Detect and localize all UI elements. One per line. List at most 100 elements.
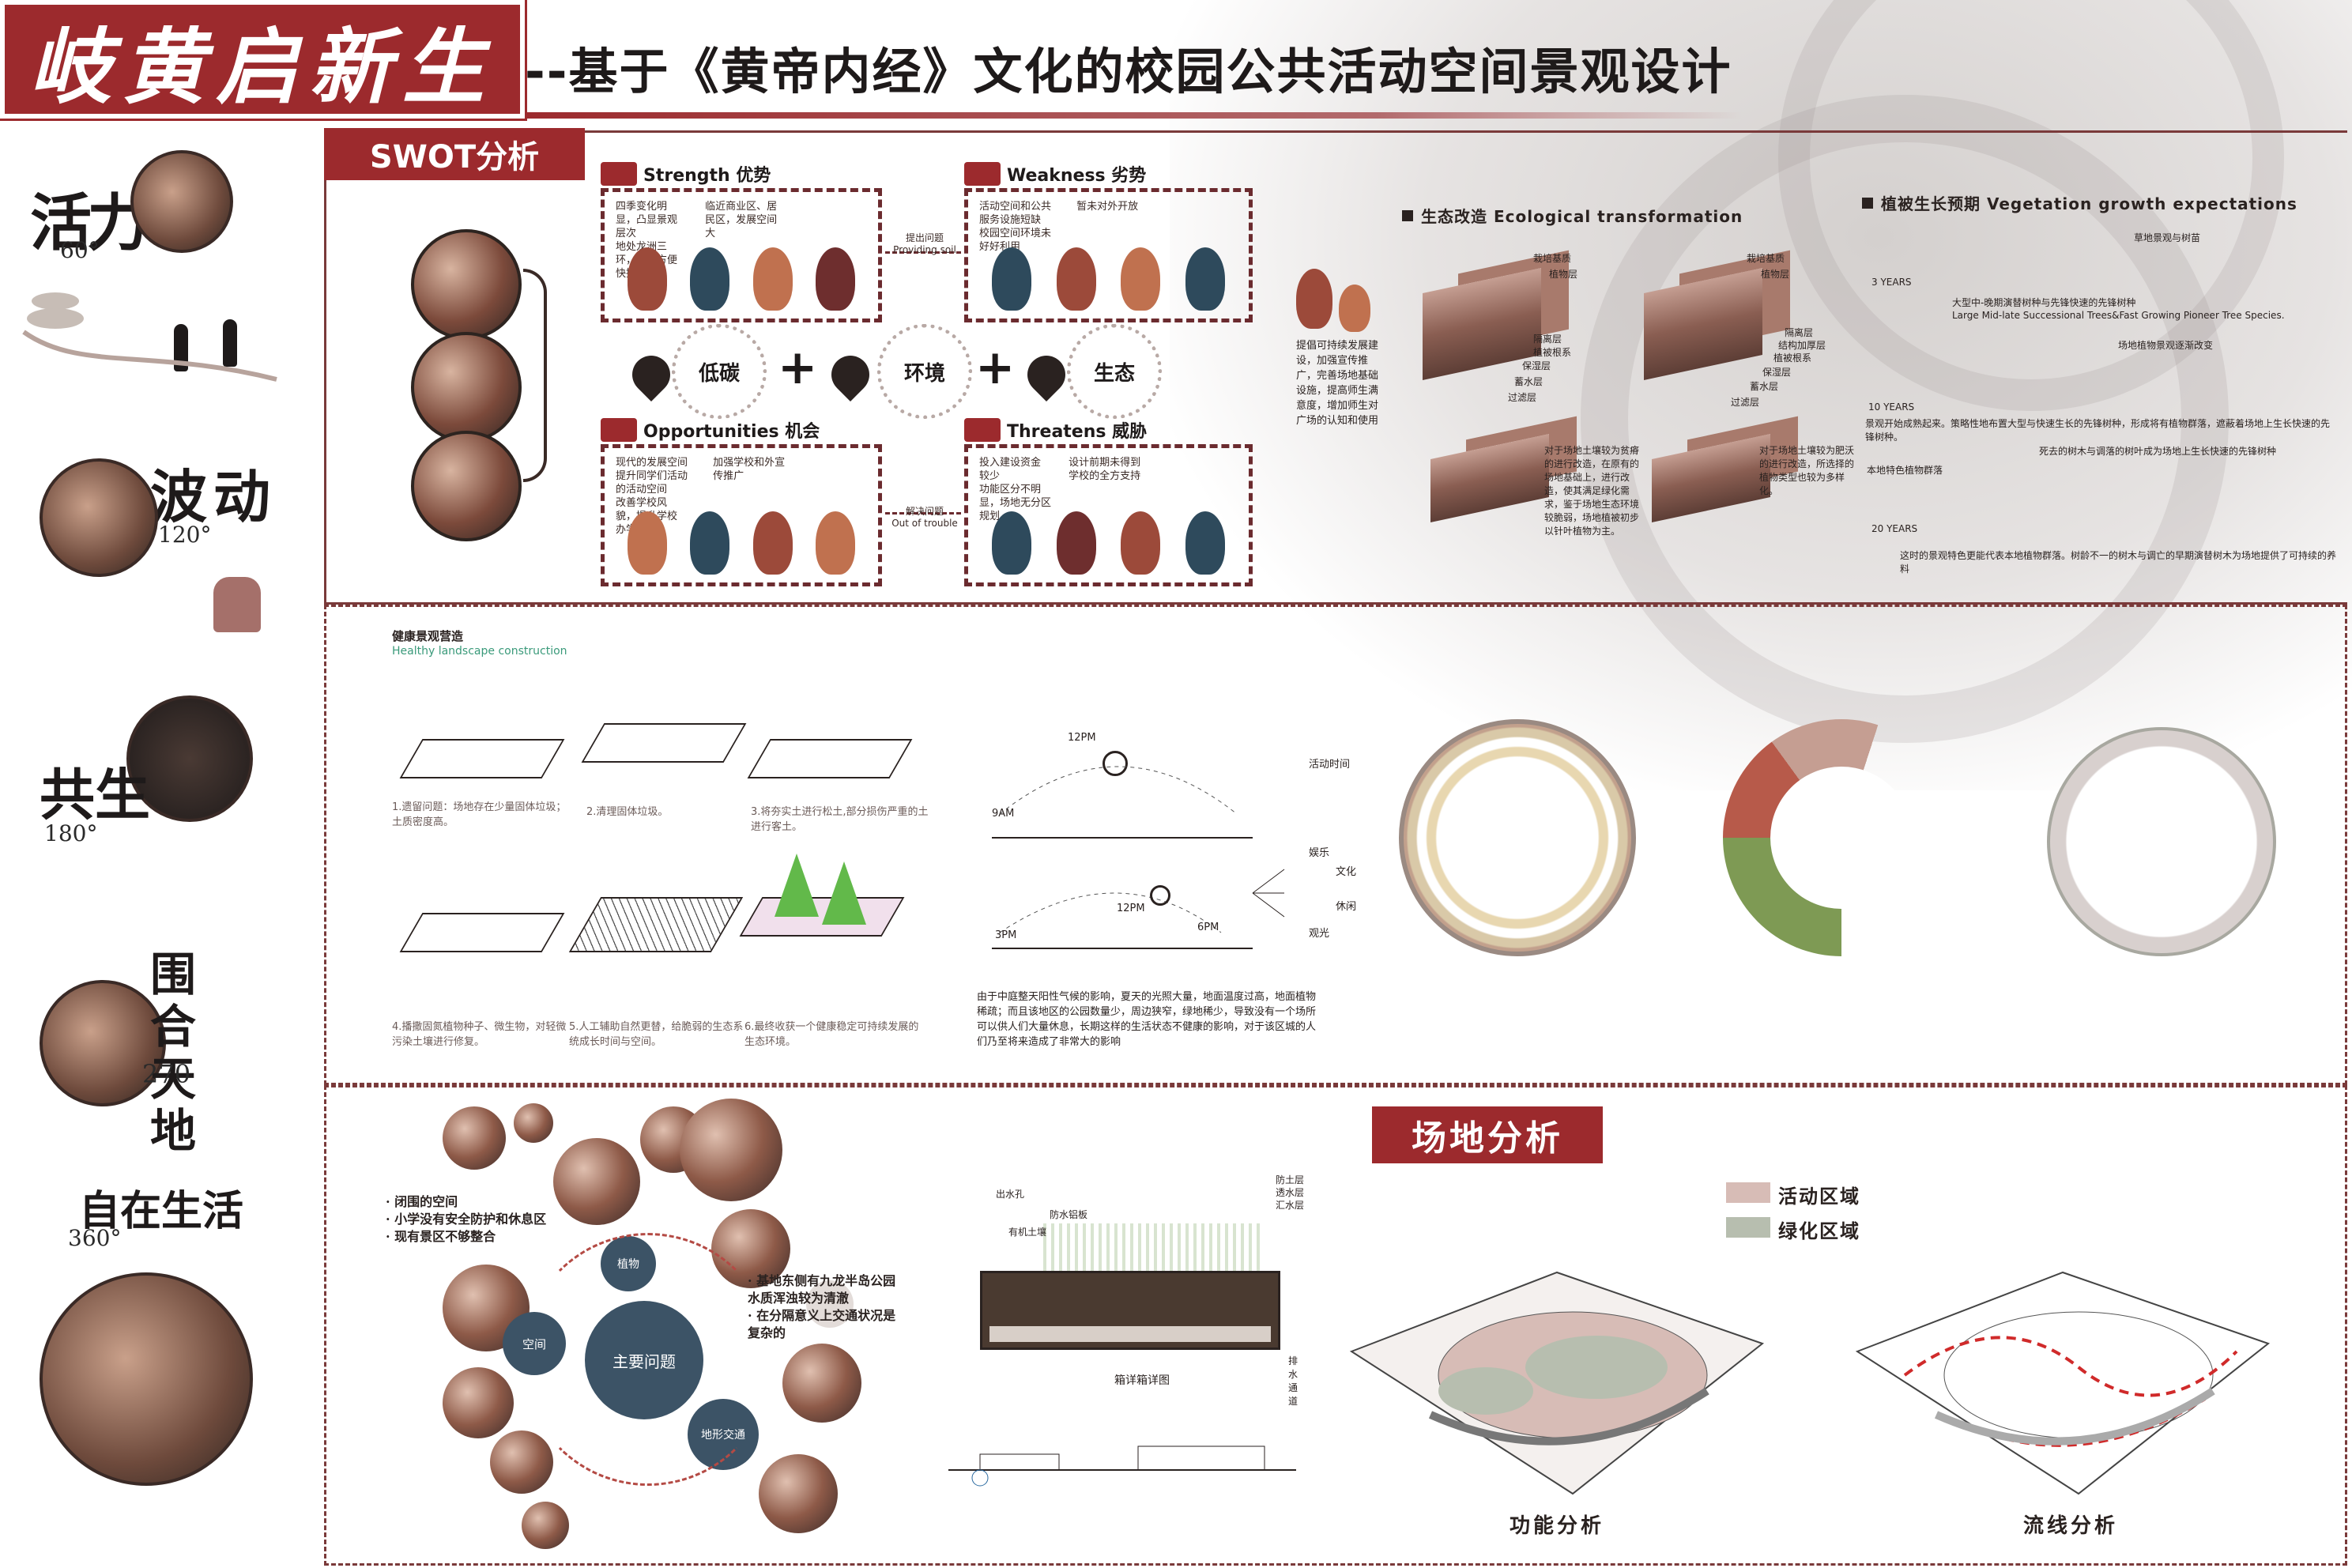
- step-2-caption: 2.清理固体垃圾。: [586, 806, 669, 818]
- vignette-photo: [40, 980, 166, 1106]
- grass-layer: [1043, 1223, 1265, 1271]
- elevation-sketch: [948, 1446, 1296, 1487]
- stage1-text: 大型中-晚期演替树种与先锋快速的先锋树种: [1952, 297, 2136, 308]
- step-5-caption: 5.人工辅助自然更替，给脆弱的生态系统成长时间与空间。: [569, 1021, 744, 1048]
- strength-icon: [601, 162, 637, 186]
- step-1-illustration: [399, 695, 565, 782]
- eco-text-b: 对于场地土壤较为肥沃的进行改造，所选择的植物类型也较为多样化。: [1759, 445, 1855, 496]
- step-6-illustration: [739, 854, 905, 940]
- drain-layer: [989, 1326, 1271, 1342]
- sun-paragraph: 由于中庭整天阳性气候的影响，夏天的光照大量，地面温度过高，地面植物稀疏；而且该地…: [977, 991, 1317, 1048]
- tree-illustration: [979, 247, 1238, 311]
- square-bullet-icon: [1402, 209, 1413, 221]
- activity-time-label: 活动时间: [1309, 759, 1351, 771]
- tree-roots-icon: [126, 695, 253, 822]
- vignette-degree: 360°: [68, 1225, 122, 1251]
- threatens-heading: Threatens 威胁: [964, 417, 1147, 443]
- title-banner: 岐黄启新生: [0, 0, 527, 121]
- healthy-landscape-panel: [324, 605, 2347, 1085]
- detail-caption: 箱详箱详图: [1114, 1374, 1170, 1387]
- low-carbon-badge: 低碳: [672, 324, 767, 419]
- stones-icon: [32, 292, 79, 310]
- weakness-icon: [964, 162, 1001, 186]
- runner-icon: [174, 324, 188, 371]
- stage2-year: 10 YEARS: [1868, 401, 1915, 413]
- ecology-badge: 生态: [1067, 324, 1162, 419]
- strength-box: 四季变化明显，凸显景观层次 临近商业区、居民区，发展空间大 地处龙洲三环，交通方…: [601, 188, 882, 322]
- arrow-connector: [885, 512, 961, 514]
- threatens-box: 投入建设资金较少 设计前期未得到学校的全方支持 功能区分不明显，场地无分区规划: [964, 444, 1253, 586]
- planting-ring: [2047, 727, 2276, 956]
- strength-heading: Strength 优势: [601, 161, 771, 187]
- tree-belt-stage3: [1913, 466, 2324, 530]
- vignette-label: 自在生活: [79, 1187, 244, 1235]
- step-3-illustration: [747, 695, 913, 782]
- vignette-label: 共生: [40, 762, 150, 827]
- stage3-year: 20 YEARS: [1871, 523, 1918, 534]
- issue-orbit: [522, 1233, 775, 1486]
- sun-icon: [1150, 885, 1170, 906]
- healthy-title: 健康景观营造: [392, 629, 464, 643]
- vignette-enclosure: 围合天地 270: [16, 933, 285, 1170]
- step-2-illustration: [581, 680, 747, 767]
- site-photo: [411, 431, 522, 541]
- detail-legend-2: 透水层: [1276, 1187, 1305, 1198]
- stage3-text: 这时的景观特色更能代表本地植物群落。树龄不一的树木与调亡的早期演替树木为场地提供…: [1900, 550, 2337, 575]
- healthy-subtitle: Healthy landscape construction: [392, 645, 567, 658]
- step-5-illustration: [568, 869, 744, 956]
- issue-list-a: · 闭围的空间 · 小学没有安全防护和休息区 · 现有景区不够整合: [386, 1194, 547, 1244]
- step-1-caption: 1.遗留问题：场地存在少量固体垃圾；土质密度高。: [392, 801, 567, 828]
- vignette-label: 波动: [150, 463, 277, 530]
- threatens-icon: [964, 418, 1001, 442]
- legend-swatch-green: [1726, 1217, 1770, 1238]
- runner-icon: [223, 319, 237, 367]
- site-issues-panel: [324, 1085, 2347, 1566]
- vignette-degree: 60°: [60, 237, 100, 263]
- tree-belt-stage2: [1913, 357, 2324, 406]
- vegetation-heading: 植被生长预期 Vegetation growth expectations: [1862, 191, 2297, 214]
- issue-photo: [522, 1502, 569, 1549]
- stones-icon: [27, 308, 84, 329]
- stage1-year: 3 YEARS: [1871, 277, 1912, 288]
- vignette-label: 围合天地: [150, 948, 197, 1158]
- partial-ring-inner: [1770, 767, 1913, 909]
- site-photo: [411, 332, 522, 443]
- tree-illustration: [1296, 269, 1332, 329]
- weakness-box: 活动空间和公共服务设施短缺 暂未对外开放 校园空间环境未好好利用: [964, 188, 1253, 322]
- tree-illustration: [616, 247, 867, 311]
- planter-section-detail: 出水孔 防水铝板 有机土壤 排水通道: [980, 1189, 1298, 1407]
- legend-label-activity: 活动区域: [1778, 1185, 1860, 1208]
- stage2-note: 场地植物景观逐渐改变: [2118, 340, 2214, 351]
- sun-diagram: 12PM 9AM 12PM 3PM 6PM: [984, 732, 1292, 980]
- tree-belt-stage1: [1913, 247, 2324, 278]
- vignette-label: 活力: [30, 187, 149, 259]
- tree-illustration: [616, 511, 867, 575]
- header-underline: [525, 112, 1742, 119]
- function-analysis-map: [1336, 1257, 1778, 1510]
- bracket: [523, 269, 547, 482]
- environment-badge: 环境: [877, 324, 972, 419]
- legend-swatch-activity: [1726, 1182, 1770, 1203]
- stage2-text: 景观开始成熟起来。策略性地布置大型与快速生长的先锋树种，形成将有植物群落，遮蔽着…: [1865, 418, 2331, 443]
- plus-icon: +: [975, 340, 1016, 395]
- vignette-photo: [130, 150, 233, 253]
- square-bullet-icon: [1862, 197, 1873, 209]
- legend-label-green: 绿化区域: [1778, 1219, 1860, 1242]
- issue-list-b: · 基地东侧有九龙半岛公园 水质浑浊较为清澈 · 在分隔意义上交通状况是 复杂的: [748, 1273, 896, 1340]
- vignette-degree: 180°: [44, 820, 98, 846]
- issue-photo: [680, 1099, 782, 1201]
- site-photo: [411, 229, 522, 340]
- stage3-note: 死去的树木与调落的树叶成为场地上生长快速的先锋树种: [2039, 446, 2277, 457]
- eco-text-a: 对于场地土壤较为贫瘠的进行改造，在原有的场地基础上，进行改造，使其满足绿化需求，…: [1544, 445, 1640, 537]
- opportunities-icon: [601, 418, 637, 442]
- activity-culture: 文化: [1336, 866, 1357, 878]
- issue-blank: [806, 1280, 854, 1328]
- step-4-illustration: [399, 869, 565, 956]
- sun-icon: [1102, 751, 1128, 776]
- site-analysis-tag: 场地分析: [1372, 1106, 1603, 1163]
- vignette-vitality: 活力 60°: [16, 150, 285, 411]
- activity-ring-chart: [1399, 719, 1636, 956]
- issue-photo: [514, 1103, 553, 1143]
- vignette-symbiosis: 共生 180°: [16, 680, 285, 933]
